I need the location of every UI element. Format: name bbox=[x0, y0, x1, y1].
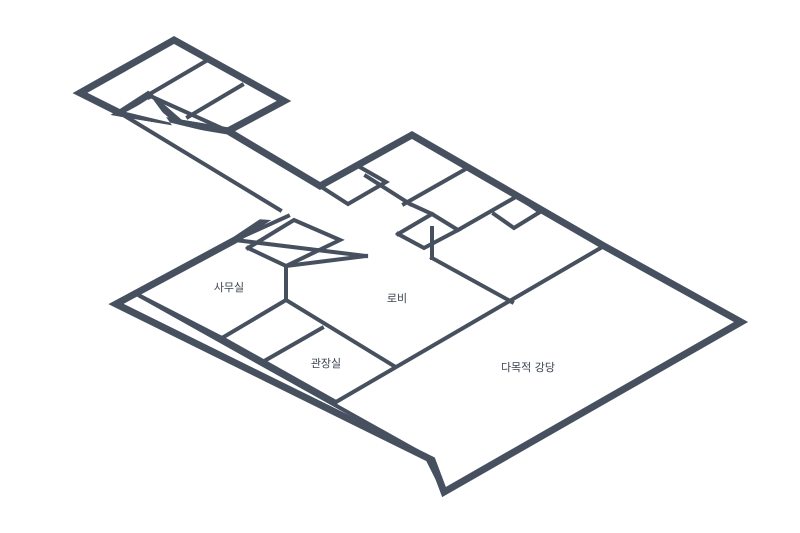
wall-aud-2 bbox=[423, 453, 447, 495]
corridor-walls bbox=[117, 110, 323, 213]
wall-ne-1 bbox=[363, 173, 413, 207]
north-wall-4 bbox=[117, 92, 151, 116]
wall-w-4 bbox=[245, 245, 289, 269]
north-wall-2 bbox=[185, 82, 245, 120]
wall-ne-4 bbox=[455, 195, 517, 233]
label-office: 사무실 bbox=[214, 281, 244, 294]
wall-w-6 bbox=[219, 335, 339, 405]
north-wall-3 bbox=[145, 92, 231, 134]
wall-aud-1 bbox=[333, 243, 607, 405]
wall-w-1 bbox=[232, 213, 291, 243]
corridor-north-wall bbox=[225, 128, 323, 189]
wall-w-7 bbox=[263, 325, 325, 363]
wall-w-3 bbox=[283, 253, 369, 269]
wall-w-8 bbox=[137, 293, 429, 459]
west-rooms bbox=[137, 213, 429, 459]
corridor-south-wall bbox=[117, 110, 283, 213]
label-lobby: 로비 bbox=[387, 292, 407, 305]
label-auditorium: 다목적 강당 bbox=[501, 361, 555, 374]
wall-lobby-south bbox=[283, 297, 397, 369]
wall-ne-5 bbox=[429, 255, 515, 305]
wall-ne-3 bbox=[407, 201, 435, 217]
north-wall-1 bbox=[145, 58, 209, 98]
wall-w-rooms-small bbox=[245, 217, 345, 269]
auditorium-walls bbox=[333, 243, 607, 495]
room-ne-small bbox=[317, 163, 391, 207]
room-ne-tiny bbox=[491, 195, 544, 231]
north-wing-rooms bbox=[117, 58, 245, 134]
wall-ne-2 bbox=[401, 167, 467, 207]
north-wing-outline bbox=[72, 35, 292, 135]
label-manager-room: 관장실 bbox=[311, 357, 341, 370]
east-upper-rooms bbox=[317, 163, 544, 305]
corridor-floor bbox=[126, 98, 360, 250]
